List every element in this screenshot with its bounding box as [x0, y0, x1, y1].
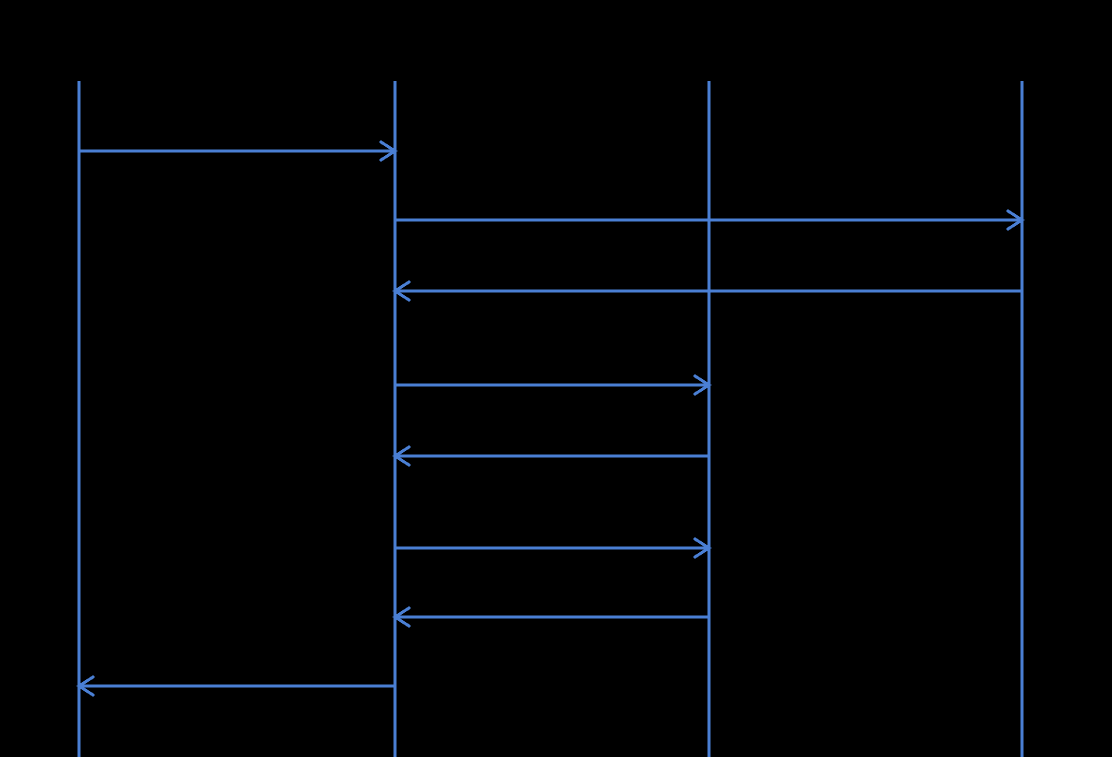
message-7 — [392, 606, 709, 628]
message-arrowhead-7 — [392, 606, 411, 628]
messages-group — [76, 140, 1025, 697]
message-arrowhead-3 — [392, 280, 411, 302]
lifelines-group — [77, 81, 1024, 757]
message-1 — [79, 140, 398, 162]
message-arrowhead-2 — [1006, 209, 1025, 231]
message-arrowhead-8 — [76, 675, 95, 697]
message-6 — [395, 537, 712, 559]
message-4 — [395, 374, 712, 396]
message-arrowhead-6 — [693, 537, 712, 559]
message-8 — [76, 675, 395, 697]
message-2 — [395, 209, 1025, 231]
message-arrowhead-1 — [379, 140, 398, 162]
message-5 — [392, 445, 709, 467]
message-arrowhead-5 — [392, 445, 411, 467]
message-arrowhead-4 — [693, 374, 712, 396]
message-3 — [392, 280, 1022, 302]
